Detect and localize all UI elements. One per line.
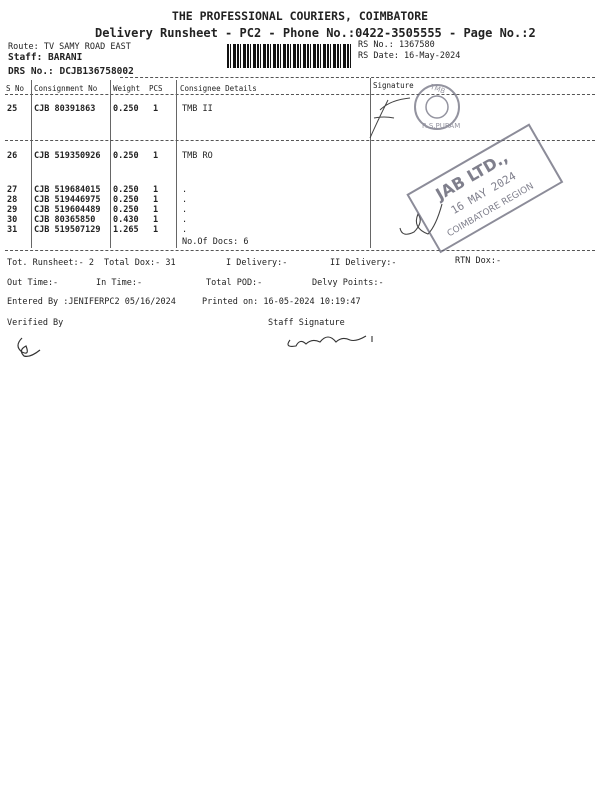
printed-on: Printed on: 16-05-2024 10:19:47: [202, 297, 361, 307]
row-pcs: 1: [153, 205, 159, 215]
jab-stamp: JAB LTD., 16 MAY 2024 COIMBATORE REGION: [406, 123, 564, 254]
tmb-stamp: TMB R.S.PURAM: [414, 82, 460, 130]
rtn-dox: RTN Dox:-: [455, 256, 502, 266]
row-details: .: [182, 195, 188, 205]
col-consignment: Consignment No: [34, 84, 98, 93]
row-details: .: [182, 215, 188, 225]
col-weight: Weight: [113, 84, 141, 93]
ii-delivery: II Delivery:-: [330, 258, 397, 268]
runsheet-subtitle: Delivery Runsheet - PC2 - Phone No.:0422…: [95, 26, 536, 40]
no-of-docs: No.Of Docs: 6: [182, 237, 249, 247]
i-delivery: I Delivery:-: [226, 258, 288, 268]
row-sno: 30: [7, 215, 18, 225]
tot-runsheet: Tot. Runsheet:- 2: [7, 258, 94, 268]
row-pcs: 1: [153, 104, 159, 114]
receiver-signature-1: [369, 97, 411, 139]
in-time: In Time:-: [96, 278, 143, 288]
row-pcs: 1: [153, 195, 159, 205]
delvy-points: Delvy Points:-: [312, 278, 384, 288]
row-sno: 25: [7, 104, 18, 114]
row-details: .: [182, 205, 188, 215]
row-cn: CJB 519350926: [34, 151, 101, 161]
row-weight: 0.250: [113, 205, 139, 215]
row-sno: 26: [7, 151, 18, 161]
row-cn: CJB 519684015: [34, 185, 101, 195]
rs-date: RS Date: 16-May-2024: [358, 51, 461, 61]
row-cn: CJB 519507129: [34, 225, 101, 235]
row-weight: 0.430: [113, 215, 139, 225]
svg-text:TMB: TMB: [428, 82, 446, 95]
staff-signature-label: Staff Signature: [268, 318, 345, 328]
row-details: .: [182, 185, 188, 195]
row-sno: 28: [7, 195, 18, 205]
staff: Staff: BARANI: [8, 52, 83, 63]
svg-text:R.S.PURAM: R.S.PURAM: [422, 122, 460, 130]
col-sno: S No: [6, 84, 25, 93]
total-pod: Total POD:-: [206, 278, 263, 288]
row-details: TMB II: [182, 104, 213, 114]
entered-by: Entered By :JENIFERPC2 05/16/2024: [7, 297, 176, 307]
verified-signature: [17, 337, 41, 357]
row-details: .: [182, 225, 188, 235]
row-sno: 27: [7, 185, 18, 195]
row-pcs: 1: [153, 225, 159, 235]
row-cn: CJB 80391863: [34, 104, 96, 114]
row-weight: 0.250: [113, 151, 139, 161]
out-time: Out Time:-: [7, 278, 59, 288]
row-cn: CJB 80365850: [34, 215, 96, 225]
verified-by: Verified By: [7, 318, 64, 328]
row-weight: 0.250: [113, 104, 139, 114]
row-pcs: 1: [153, 151, 159, 161]
row-weight: 0.250: [113, 185, 139, 195]
row-pcs: 1: [153, 215, 159, 225]
row-cn: CJB 519446975: [34, 195, 101, 205]
row-sno: 29: [7, 205, 18, 215]
col-consignee: Consignee Details: [180, 84, 257, 93]
rs-number: RS No.: 1367580: [358, 40, 435, 50]
total-dox: Total Dox:- 31: [104, 258, 176, 268]
row-weight: 1.265: [113, 225, 139, 235]
row-sno: 31: [7, 225, 18, 235]
company-title: THE PROFESSIONAL COURIERS, COIMBATORE: [171, 9, 429, 23]
col-pcs: PCS: [149, 84, 163, 93]
row-cn: CJB 519604489: [34, 205, 101, 215]
route: Route: TV SAMY ROAD EAST: [8, 42, 131, 52]
drs-number: DRS No.: DCJB136758002: [8, 66, 134, 77]
barcode: [227, 44, 352, 68]
row-pcs: 1: [153, 185, 159, 195]
staff-signature: [287, 335, 373, 347]
row-details: TMB RO: [182, 151, 213, 161]
row-weight: 0.250: [113, 195, 139, 205]
col-signature: Signature: [373, 81, 414, 90]
